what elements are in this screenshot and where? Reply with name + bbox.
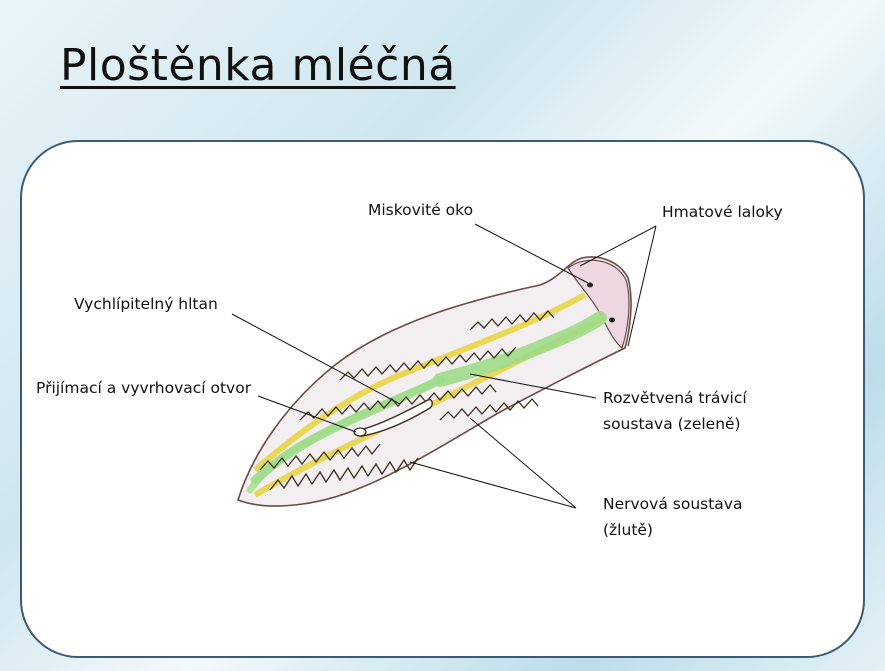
label-mouth: Přijímací a vyvrhovací otvor bbox=[36, 376, 251, 400]
leader-line-lobes bbox=[580, 226, 656, 266]
label-digestive-1: Rozvětvená trávicí bbox=[603, 386, 747, 410]
leader-line-nervous bbox=[470, 418, 576, 508]
leader-line-lobes bbox=[628, 226, 656, 346]
label-nervous-2: (žlutě) bbox=[603, 518, 653, 542]
label-lobes: Hmatové laloky bbox=[662, 200, 783, 224]
label-pharynx: Vychlípitelný hltan bbox=[74, 292, 218, 316]
leader-line-eye bbox=[475, 224, 588, 283]
eye-spot bbox=[609, 318, 615, 323]
eye-spot bbox=[587, 283, 593, 288]
label-nervous-1: Nervová soustava bbox=[603, 492, 742, 516]
leader-line-nervous bbox=[410, 462, 576, 508]
label-digestive-2: soustava (zeleně) bbox=[603, 412, 741, 436]
label-eye: Miskovité oko bbox=[368, 198, 473, 222]
